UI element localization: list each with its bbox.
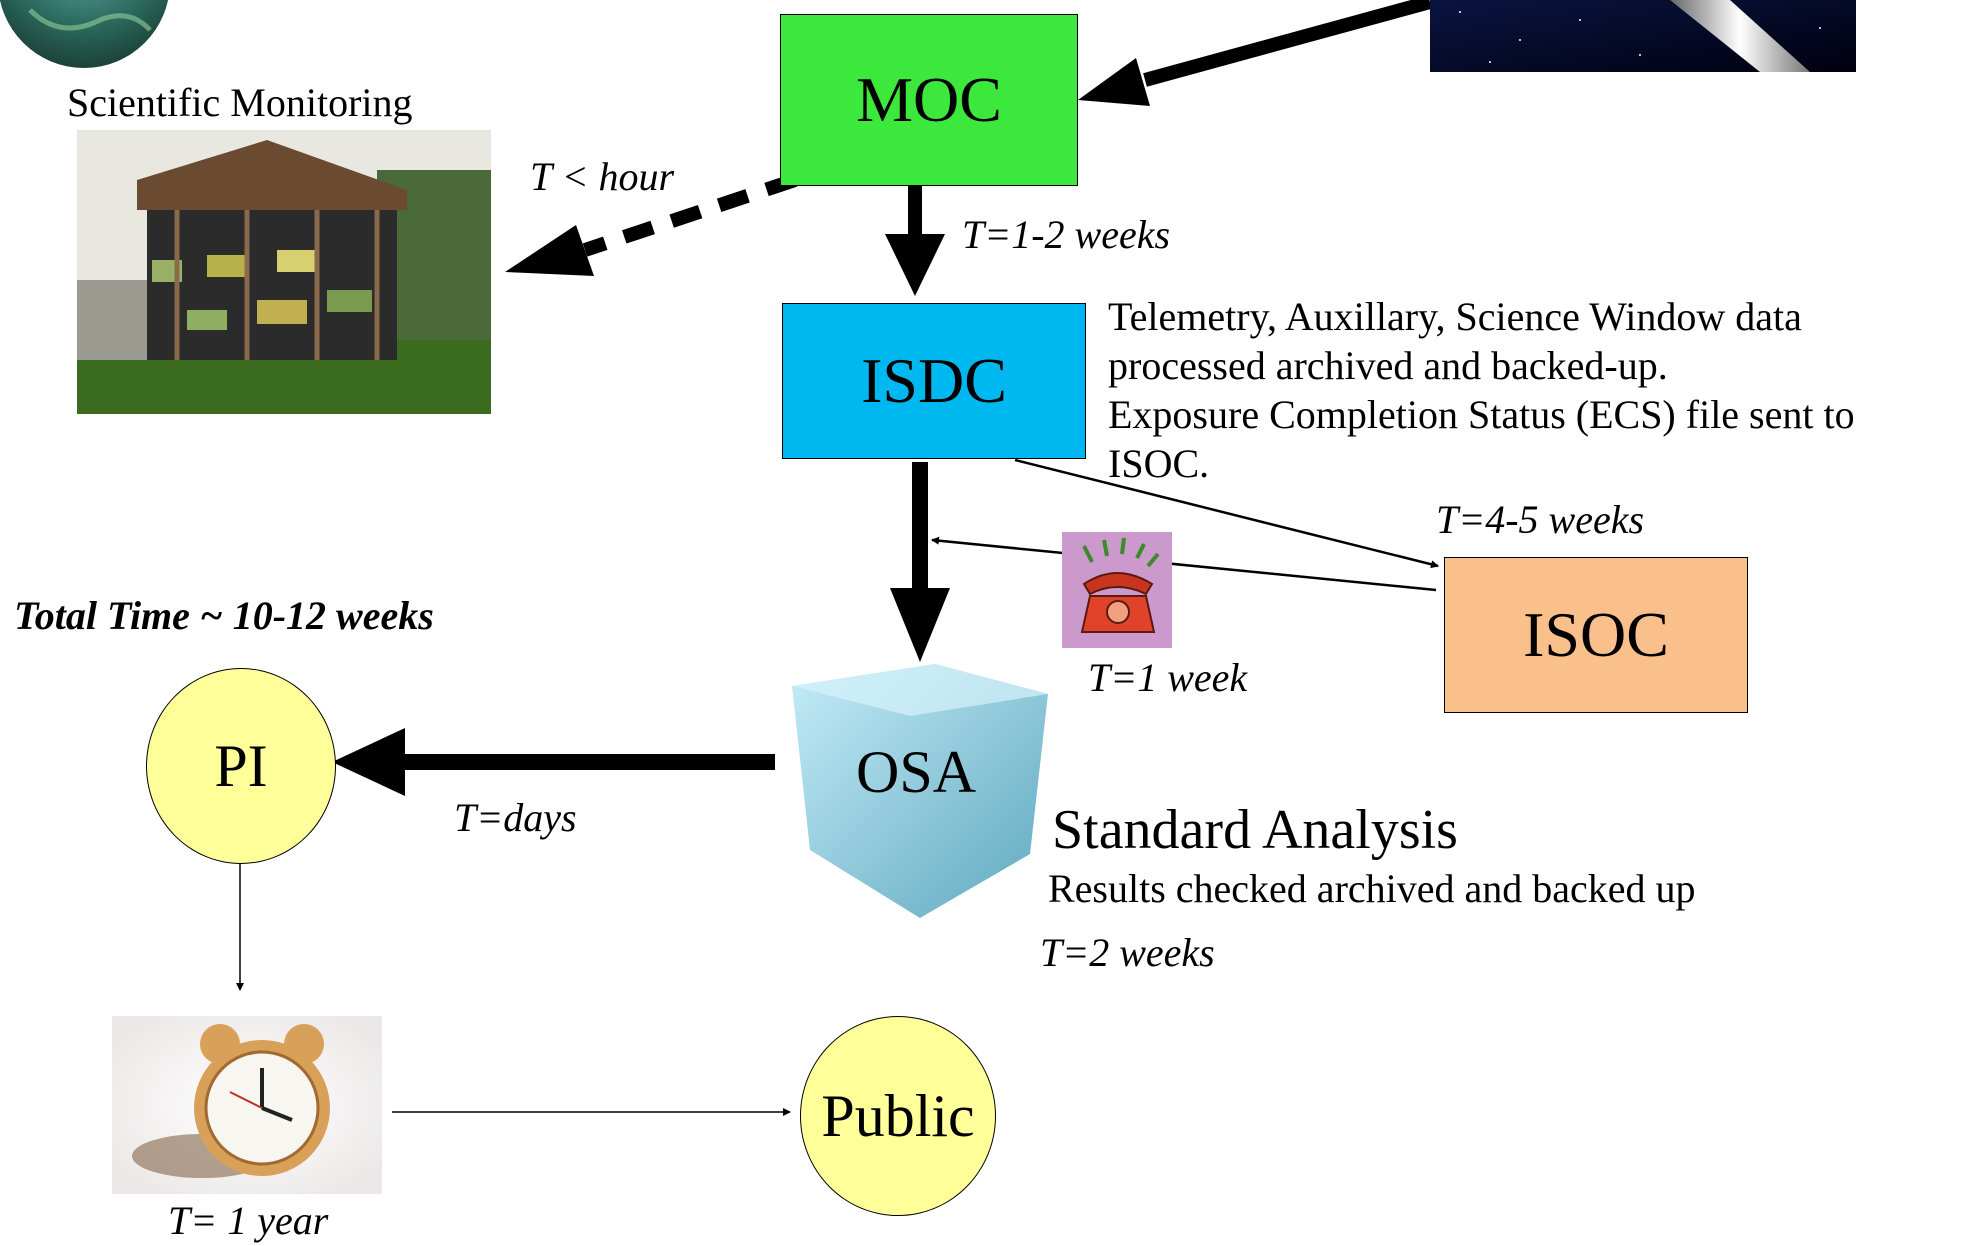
total-time-label: Total Time ~ 10-12 weeks bbox=[14, 593, 434, 638]
pi-label: PI bbox=[214, 733, 268, 799]
t-4-5-weeks-label: T=4-5 weeks bbox=[1436, 497, 1645, 542]
earth-globe-icon bbox=[0, 0, 169, 68]
moc-label: MOC bbox=[856, 64, 1002, 135]
t-1-year-label: T= 1 year bbox=[168, 1198, 329, 1243]
isdc-description-line-4: ISOC. bbox=[1108, 441, 1210, 486]
pi-circle: PI bbox=[146, 668, 336, 864]
isdc-description-line-1: Telemetry, Auxillary, Science Window dat… bbox=[1108, 294, 1802, 339]
scientific-monitoring-label: Scientific Monitoring bbox=[67, 80, 413, 125]
moc-to-isdc-arrow bbox=[885, 185, 945, 296]
isdc-label: ISDC bbox=[861, 345, 1007, 416]
t-hour-label: T < hour bbox=[530, 154, 675, 199]
isoc-to-osa-arrow bbox=[931, 536, 1437, 592]
moc-box: MOC bbox=[780, 14, 1078, 186]
isoc-label: ISOC bbox=[1523, 599, 1669, 670]
standard-analysis-label: Standard Analysis bbox=[1052, 799, 1458, 861]
moc-to-monitoring-dashed-arrow bbox=[505, 173, 798, 276]
osa-label: OSA bbox=[856, 739, 977, 805]
satellite-to-moc-arrow bbox=[1078, 0, 1432, 106]
t-2-weeks-label: T=2 weeks bbox=[1040, 930, 1215, 975]
results-checked-label: Results checked archived and backed up bbox=[1048, 866, 1696, 911]
t-1-week-label: T=1 week bbox=[1088, 655, 1248, 700]
public-circle: Public bbox=[800, 1016, 996, 1216]
public-label: Public bbox=[821, 1083, 975, 1149]
osa-cube-icon bbox=[792, 664, 1048, 918]
t-days-label: T=days bbox=[454, 795, 577, 840]
observatory-building-photo-icon bbox=[77, 130, 491, 414]
satellite-image-icon bbox=[1430, 0, 1856, 72]
isdc-to-isoc-arrow bbox=[1014, 458, 1439, 569]
isdc-description-line-2: processed archived and backed-up. bbox=[1108, 343, 1668, 388]
isdc-box: ISDC bbox=[782, 303, 1086, 459]
t-1-2-weeks-label: T=1-2 weeks bbox=[962, 212, 1171, 257]
osa-to-pi-arrow bbox=[332, 728, 775, 796]
isdc-description-line-3: Exposure Completion Status (ECS) file se… bbox=[1108, 392, 1855, 437]
alarm-clock-icon bbox=[112, 1016, 382, 1194]
isdc-to-osa-arrow bbox=[890, 462, 950, 662]
telephone-icon bbox=[1062, 532, 1172, 648]
isoc-box: ISOC bbox=[1444, 557, 1748, 713]
